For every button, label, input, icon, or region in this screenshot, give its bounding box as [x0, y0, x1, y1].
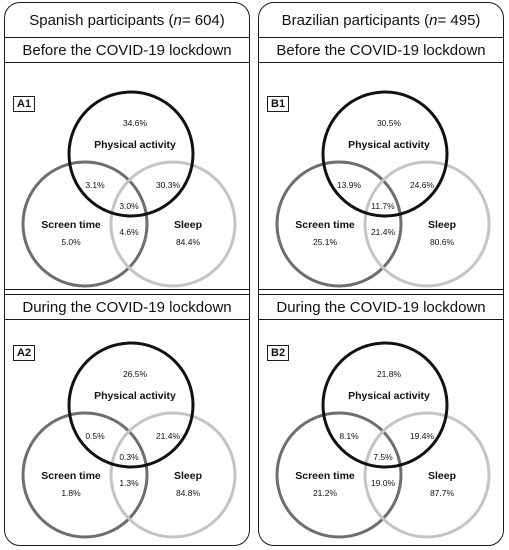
- screen-only-value: 21.2%: [313, 488, 338, 498]
- column-header: Spanish participants (n = 604): [5, 3, 249, 38]
- sleep-label: Sleep: [174, 470, 202, 482]
- sleep-only-value: 87.7%: [430, 488, 455, 498]
- pa-screen-value: 0.5%: [85, 431, 105, 441]
- physical-activity-circle: [67, 90, 195, 218]
- panel-label: A1: [13, 96, 36, 112]
- header-count: = 495): [437, 11, 481, 29]
- panel-label: A2: [13, 345, 36, 361]
- physical-activity-label: Physical activity: [94, 390, 176, 402]
- physical-activity-label: Physical activity: [94, 139, 176, 151]
- screen-only-value: 5.0%: [61, 237, 81, 247]
- screen-time-circle: [275, 160, 403, 288]
- sleep-circle: [109, 160, 237, 288]
- venn-panel-a2: 26.5% Physical activity 0.5% 21.4% 0.3% Scree…: [5, 321, 249, 545]
- venn-panel-a1: 34.6% Physical activity 3.1% 30.3% 3.0% Scree…: [5, 64, 249, 288]
- brazilian-column: Brazilian participants (n = 495) Before …: [258, 2, 504, 546]
- all-three-value: 11.7%: [371, 201, 395, 211]
- sleep-label: Sleep: [428, 219, 456, 231]
- pa-screen-value: 8.1%: [339, 431, 359, 441]
- sleep-only-value: 84.8%: [176, 488, 201, 498]
- pa-sleep-value: 19.4%: [410, 431, 435, 441]
- screen-sleep-value: 19.0%: [371, 478, 396, 488]
- spanish-column: Spanish participants (n = 604) Before th…: [4, 2, 250, 546]
- header-count: = 604): [181, 11, 225, 29]
- all-three-value: 0.3%: [119, 452, 139, 462]
- physical-activity-label: Physical activity: [348, 139, 430, 151]
- panel-label: B1: [267, 96, 290, 112]
- divider: [5, 289, 249, 290]
- venn-panel-b1: 30.5% Physical activity 13.9% 24.6% 11.7% Scr…: [259, 64, 503, 288]
- sleep-circle: [363, 411, 491, 539]
- pa-only-value: 30.5%: [377, 118, 402, 128]
- screen-sleep-value: 1.3%: [119, 478, 139, 488]
- pa-only-value: 34.6%: [123, 118, 148, 128]
- screen-time-label: Screen time: [41, 470, 101, 482]
- physical-activity-circle: [321, 90, 449, 218]
- sleep-circle: [363, 160, 491, 288]
- pa-screen-value: 13.9%: [337, 180, 362, 190]
- header-n: n: [429, 11, 438, 29]
- physical-activity-circle: [321, 341, 449, 469]
- sleep-label: Sleep: [428, 470, 456, 482]
- pa-sleep-value: 30.3%: [156, 180, 181, 190]
- all-three-value: 7.5%: [373, 452, 393, 462]
- screen-time-circle: [275, 411, 403, 539]
- header-n: n: [173, 11, 182, 29]
- screen-only-value: 1.8%: [61, 488, 81, 498]
- pa-only-value: 21.8%: [377, 369, 402, 379]
- screen-only-value: 25.1%: [313, 237, 338, 247]
- sleep-only-value: 84.4%: [176, 237, 201, 247]
- screen-time-circle: [21, 160, 149, 288]
- period-title: Before the COVID-19 lockdown: [259, 39, 503, 63]
- screen-time-label: Screen time: [295, 470, 355, 482]
- venn-diagram: 34.6% Physical activity 3.1% 30.3% 3.0% Scree…: [21, 90, 237, 288]
- period-title: Before the COVID-19 lockdown: [5, 39, 249, 63]
- divider: [259, 289, 503, 290]
- screen-sleep-value: 4.6%: [119, 227, 139, 237]
- screen-time-label: Screen time: [295, 219, 355, 231]
- column-header: Brazilian participants (n = 495): [259, 3, 503, 38]
- physical-activity-circle: [67, 341, 195, 469]
- header-text: Spanish participants (: [29, 11, 174, 29]
- period-title: During the COVID-19 lockdown: [5, 294, 249, 320]
- panel-label: B2: [267, 345, 290, 361]
- screen-time-label: Screen time: [41, 219, 101, 231]
- sleep-only-value: 80.6%: [430, 237, 455, 247]
- pa-only-value: 26.5%: [123, 369, 148, 379]
- pa-sleep-value: 24.6%: [410, 180, 435, 190]
- venn-diagram: 21.8% Physical activity 8.1% 19.4% 7.5% Scree…: [275, 341, 491, 539]
- pa-screen-value: 3.1%: [85, 180, 105, 190]
- physical-activity-label: Physical activity: [348, 390, 430, 402]
- sleep-label: Sleep: [174, 219, 202, 231]
- period-title: During the COVID-19 lockdown: [259, 294, 503, 320]
- sleep-circle: [109, 411, 237, 539]
- venn-diagram: 26.5% Physical activity 0.5% 21.4% 0.3% Scree…: [21, 341, 237, 539]
- screen-time-circle: [21, 411, 149, 539]
- all-three-value: 3.0%: [119, 201, 139, 211]
- screen-sleep-value: 21.4%: [371, 227, 396, 237]
- venn-diagram: 30.5% Physical activity 13.9% 24.6% 11.7% Scr…: [275, 90, 491, 288]
- header-text: Brazilian participants (: [281, 11, 430, 29]
- venn-panel-b2: 21.8% Physical activity 8.1% 19.4% 7.5% Scree…: [259, 321, 503, 545]
- pa-sleep-value: 21.4%: [156, 431, 181, 441]
